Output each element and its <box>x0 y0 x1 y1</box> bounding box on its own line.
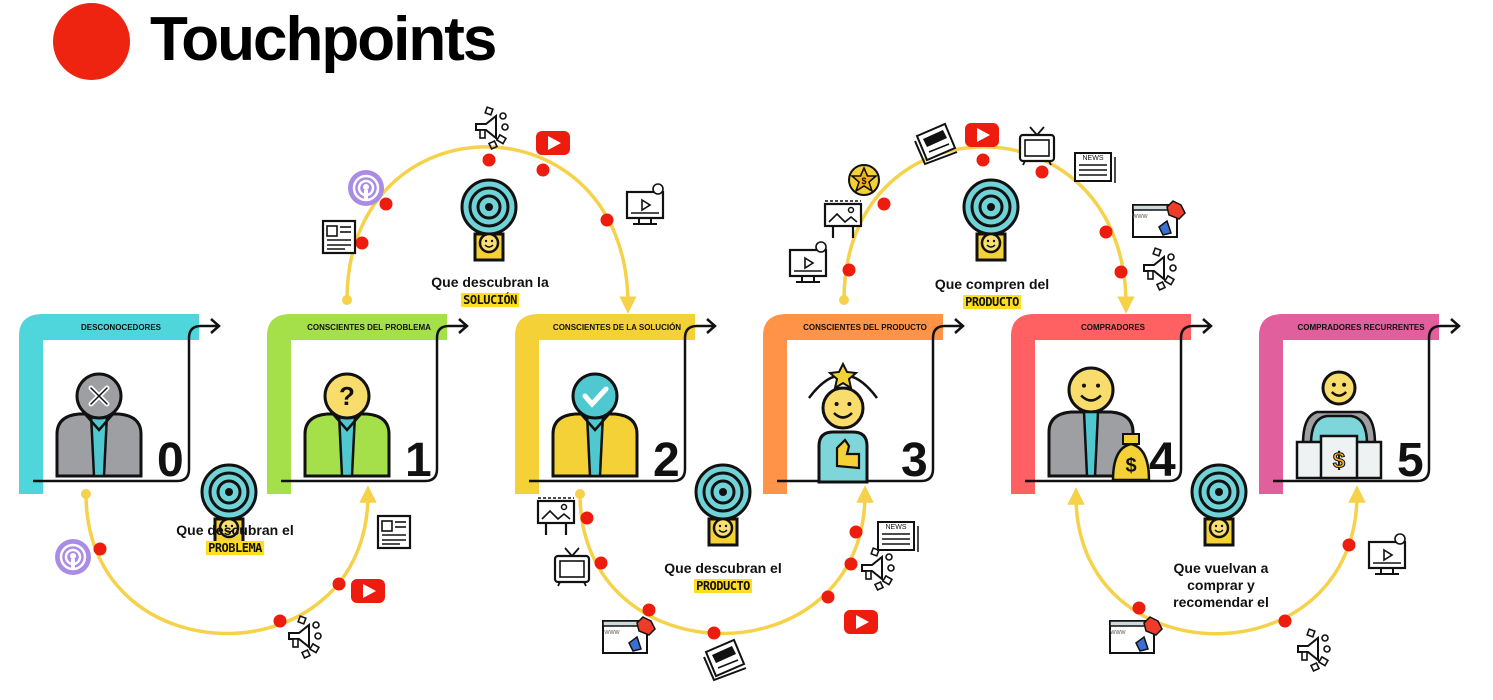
podcast-icon <box>346 168 386 208</box>
tv-icon <box>1018 125 1056 167</box>
goal-highlight: PRODUCTO <box>694 579 752 593</box>
stage-box: ? <box>267 314 469 494</box>
youtube-icon <box>351 579 385 603</box>
stage-number: 5 <box>1397 434 1424 487</box>
stage-number: 2 <box>653 434 680 487</box>
stage-number: 1 <box>405 434 432 487</box>
social-media-icon <box>861 547 895 591</box>
svg-text:$: $ <box>1333 448 1345 473</box>
goal-label-purchase: Que compren del PRODUCTO <box>907 276 1077 311</box>
video-course-icon <box>625 182 665 226</box>
billboard-icon <box>536 496 576 537</box>
youtube-icon <box>844 610 878 634</box>
page-title: Touchpoints <box>150 5 497 74</box>
goal-highlight: PROBLEMA <box>206 541 264 555</box>
newspaper-icon <box>914 123 958 165</box>
review-star-icon <box>848 164 880 196</box>
social-media-icon <box>1143 247 1177 291</box>
article-icon <box>376 514 412 550</box>
www-badge: www <box>1109 629 1126 636</box>
target-icon <box>1190 463 1248 547</box>
social-media-icon <box>288 615 322 659</box>
goal-highlight: SOLUCIÓN <box>461 293 519 307</box>
target-icon <box>962 178 1020 262</box>
touchpoint-dots <box>93 153 1356 640</box>
stage-label: CONSCIENTES DEL PRODUCTO <box>803 323 927 332</box>
stage-number: 4 <box>1149 434 1176 487</box>
stage-label: DESCONOCEDORES <box>80 323 161 332</box>
news-badge: NEWS <box>1083 155 1104 162</box>
article-icon <box>321 219 357 255</box>
title-bullet-icon <box>53 3 130 80</box>
stage-boxes: ? $ $ <box>19 314 1461 494</box>
news-badge: NEWS <box>886 524 907 531</box>
stage-label: CONSCIENTES DE LA SOLUCIÓN <box>552 323 682 332</box>
stage-box <box>763 314 965 494</box>
social-media-icon <box>1297 628 1331 672</box>
goal-label-solution: Que descubran la SOLUCIÓN <box>405 274 575 309</box>
goal-text: comprar y <box>1187 577 1255 593</box>
target-icon <box>694 463 752 547</box>
goal-text: Que descubran el <box>664 560 782 576</box>
tv-icon <box>553 546 591 588</box>
video-course-icon <box>1367 532 1407 576</box>
goal-text: Que descubran el <box>176 522 294 538</box>
svg-text:$: $ <box>1125 455 1136 477</box>
video-course-icon <box>788 240 828 284</box>
social-media-icon <box>475 106 509 150</box>
stage-number: 0 <box>157 434 184 487</box>
www-badge: www <box>1131 213 1148 220</box>
goal-label-problem: Que descubran el PROBLEMA <box>150 522 320 557</box>
stage-box <box>515 314 717 494</box>
newspaper-icon <box>703 639 747 681</box>
youtube-icon <box>965 123 999 147</box>
goal-label-product: Que descubran el PRODUCTO <box>638 560 808 595</box>
stage-number: 3 <box>901 434 928 487</box>
goal-text: Que descubran la <box>431 274 549 290</box>
goal-highlight: PRODUCTO <box>963 295 1021 309</box>
goal-text: recomendar el <box>1173 594 1269 610</box>
goal-text: Que compren del <box>934 276 1050 292</box>
goal-label-return: Que vuelvan a comprar y recomendar el <box>1136 560 1306 611</box>
stage-label: COMPRADORES <box>1080 323 1145 332</box>
svg-text:?: ? <box>339 381 355 411</box>
stage-box: $ <box>1011 314 1213 494</box>
stage-label: COMPRADORES RECURRENTES <box>1297 323 1425 332</box>
youtube-icon <box>536 131 570 155</box>
goal-text: Que vuelvan a <box>1173 560 1269 576</box>
stage-label: CONSCIENTES DEL PROBLEMA <box>307 323 431 332</box>
target-icon <box>460 178 518 262</box>
podcast-icon <box>53 537 93 577</box>
stage-box <box>19 314 221 494</box>
www-badge: www <box>603 629 620 636</box>
stage-box: $ <box>1259 314 1461 494</box>
